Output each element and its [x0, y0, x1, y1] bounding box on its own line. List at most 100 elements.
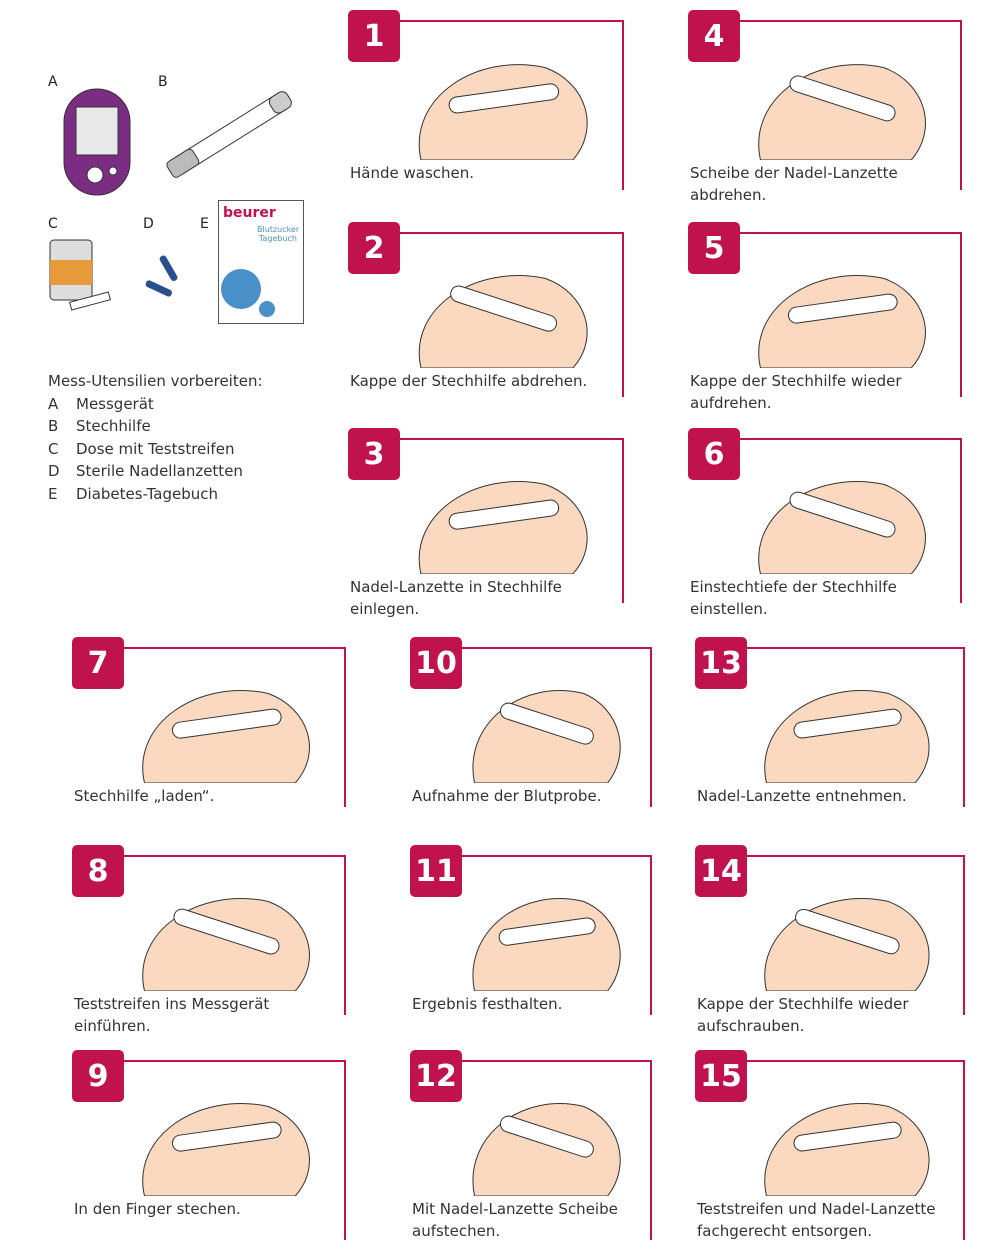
- utensil-label: Dose mit Teststreifen: [76, 439, 235, 458]
- panel-frame: [436, 647, 652, 807]
- utensil-item: E Diabetes-Tagebuch: [48, 483, 263, 506]
- step-caption: Aufnahme der Blutprobe.: [412, 785, 634, 807]
- step-caption: Ergebnis festhalten.: [412, 993, 634, 1015]
- step-caption: Kappe der Stechhilfe wieder aufdrehen.: [690, 370, 944, 414]
- step-illustration: [758, 64, 926, 160]
- step-caption: Scheibe der Nadel-Lanzette abdrehen.: [690, 162, 944, 206]
- step-number-badge: 14: [695, 845, 747, 897]
- step-number-badge: 1: [348, 10, 400, 62]
- utensils-heading: Mess-Utensilien vorbereiten:: [48, 372, 263, 390]
- step-illustration: [142, 690, 310, 783]
- step-panel-9: 9 In den Finger stechen.: [72, 1050, 346, 1240]
- step-illustration: [418, 64, 588, 160]
- step-panel-12: 12 Mit Nadel-Lanzette Scheibe aufstechen…: [410, 1050, 652, 1242]
- step-caption: Kappe der Stechhilfe wieder aufschrauben…: [697, 993, 947, 1037]
- book-brand-logo: beurer: [223, 205, 276, 221]
- step-number-badge: 12: [410, 1050, 462, 1102]
- step-number-badge: 6: [688, 428, 740, 480]
- step-illustration: [418, 481, 588, 574]
- step-illustration: [758, 481, 926, 574]
- panel-frame: [98, 647, 346, 807]
- book-title: Blutzucker Tagebuch: [257, 225, 300, 243]
- utensil-item: C Dose mit Teststreifen: [48, 438, 263, 461]
- panel-frame: [721, 1060, 965, 1240]
- step-panel-1: 1 Hände waschen.: [348, 10, 624, 190]
- step-caption: Teststreifen und Nadel-Lanzette fachgere…: [697, 1198, 947, 1242]
- panel-frame: [374, 438, 624, 603]
- panel-frame: [436, 1060, 652, 1240]
- utensil-letter: A: [48, 394, 59, 413]
- step-number-badge: 3: [348, 428, 400, 480]
- panel-frame: [98, 855, 346, 1015]
- panel-frame: [436, 855, 652, 1015]
- step-number-badge: 11: [410, 845, 462, 897]
- step-panel-7: 7 Stechhilfe „laden“.: [72, 637, 346, 807]
- panel-frame: [374, 232, 624, 397]
- step-panel-10: 10 Aufnahme der Blutprobe.: [410, 637, 652, 807]
- step-illustration: [142, 1103, 310, 1196]
- step-number-badge: 5: [688, 222, 740, 274]
- step-illustration: [472, 690, 621, 783]
- utensil-label: Sterile Nadellanzetten: [76, 462, 243, 480]
- step-number-badge: 2: [348, 222, 400, 274]
- step-illustration: [764, 898, 930, 991]
- panel-frame: [714, 232, 962, 397]
- utensil-letter: C: [48, 439, 59, 458]
- step-illustration: [764, 690, 930, 783]
- step-number-badge: 13: [695, 637, 747, 689]
- step-caption: In den Finger stechen.: [74, 1198, 328, 1220]
- lancets-icon: [145, 255, 178, 297]
- label-d: D: [143, 216, 154, 232]
- step-panel-6: 6 Einstechtiefe der Stechhilfe einstelle…: [688, 428, 962, 620]
- panel-frame: [98, 1060, 346, 1240]
- panel-frame: [374, 20, 624, 190]
- step-caption: Nadel-Lanzette entnehmen.: [697, 785, 947, 807]
- step-caption: Mit Nadel-Lanzette Scheibe aufstechen.: [412, 1198, 634, 1242]
- step-panel-2: 2 Kappe der Stechhilfe abdrehen.: [348, 222, 624, 397]
- utensil-item: A Messgerät: [48, 393, 263, 416]
- step-illustration: [142, 898, 310, 991]
- step-number-badge: 15: [695, 1050, 747, 1102]
- diabetes-diary-icon: beurer Blutzucker Tagebuch: [218, 200, 304, 324]
- utensil-label: Diabetes-Tagebuch: [76, 484, 219, 503]
- panel-frame: [721, 647, 965, 807]
- step-illustration: [472, 898, 621, 991]
- label-b: B: [158, 74, 168, 90]
- step-illustration: [418, 275, 588, 368]
- step-panel-14: 14 Kappe der Stechhilfe wieder aufschrau…: [695, 845, 965, 1037]
- step-caption: Nadel-Lanzette in Stechhilfe einlegen.: [350, 576, 606, 620]
- label-c: C: [48, 216, 58, 232]
- utensil-letter: E: [48, 484, 58, 503]
- step-caption: Teststreifen ins Messgerät einführen.: [74, 993, 328, 1037]
- glucose-meter-icon: [63, 88, 131, 196]
- step-panel-11: 11 Ergebnis festhalten.: [410, 845, 652, 1015]
- step-number-badge: 7: [72, 637, 124, 689]
- step-caption: Einstechtiefe der Stechhilfe einstellen.: [690, 576, 944, 620]
- step-caption: Stechhilfe „laden“.: [74, 785, 328, 807]
- step-caption: Kappe der Stechhilfe abdrehen.: [350, 370, 606, 392]
- utensil-label: Stechhilfe: [76, 417, 151, 435]
- step-number-badge: 9: [72, 1050, 124, 1102]
- step-panel-13: 13 Nadel-Lanzette entnehmen.: [695, 637, 965, 807]
- panel-frame: [714, 438, 962, 603]
- step-panel-3: 3 Nadel-Lanzette in Stechhilfe einlegen.: [348, 428, 624, 620]
- step-number-badge: 10: [410, 637, 462, 689]
- step-illustration: [472, 1103, 621, 1196]
- utensil-item: B Stechhilfe: [48, 415, 263, 438]
- step-illustration: [764, 1103, 930, 1196]
- step-panel-5: 5 Kappe der Stechhilfe wieder aufdrehen.: [688, 222, 962, 414]
- step-caption: Hände waschen.: [350, 162, 606, 184]
- lancing-device-icon: [166, 91, 292, 178]
- test-strip-container-icon: [49, 239, 111, 311]
- panel-frame: [714, 20, 962, 190]
- step-number-badge: 8: [72, 845, 124, 897]
- step-panel-15: 15 Teststreifen und Nadel-Lanzette fachg…: [695, 1050, 965, 1242]
- step-illustration: [758, 275, 926, 368]
- label-e: E: [200, 216, 209, 232]
- label-a: A: [48, 74, 58, 90]
- utensil-label: Messgerät: [76, 394, 154, 413]
- step-panel-4: 4 Scheibe der Nadel-Lanzette abdrehen.: [688, 10, 962, 206]
- utensil-letter: B: [48, 417, 59, 435]
